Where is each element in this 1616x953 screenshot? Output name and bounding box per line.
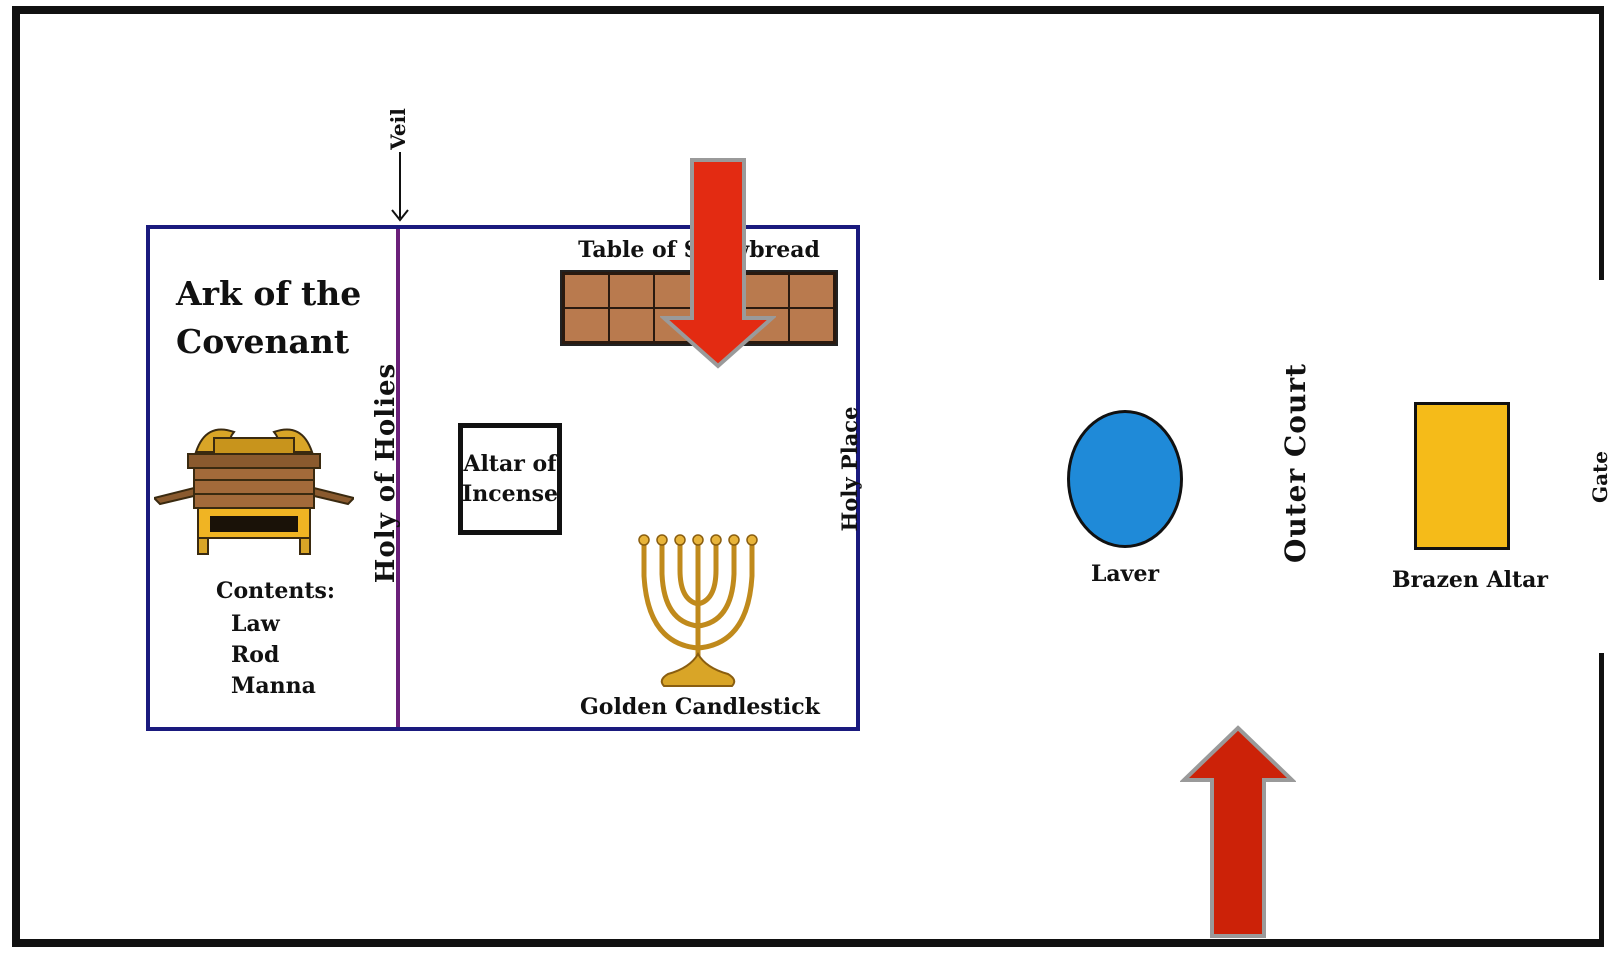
veil-label: Veil (386, 108, 410, 150)
brazen-altar (1414, 402, 1510, 550)
veil-divider (396, 229, 400, 727)
laver-label: Laver (1090, 561, 1160, 587)
contents-item-manna: Manna (231, 673, 316, 699)
contents-item-law: Law (231, 611, 280, 637)
outer-court-wall (12, 6, 1604, 947)
ark-title-line1: Ark of the (176, 274, 362, 313)
tabernacle-outline (146, 225, 860, 731)
laver (1067, 410, 1183, 548)
holy-place-label: Holy Place (837, 406, 862, 532)
up-arrow-icon (1180, 725, 1296, 938)
altar-of-incense: Altar of Incense (458, 423, 562, 535)
menorah-icon (638, 534, 758, 687)
veil-arrow-icon (391, 152, 409, 222)
outer-court-label: Outer Court (1279, 363, 1312, 563)
ark-title: Ark of the Covenant (176, 270, 361, 366)
altar-of-incense-line2: Incense (461, 481, 559, 507)
down-arrow-icon (660, 158, 776, 369)
ark-icon (154, 428, 354, 555)
gate-label: Gate (1588, 451, 1612, 504)
ark-title-line2: Covenant (176, 322, 350, 361)
contents-item-rod: Rod (231, 642, 280, 668)
contents-label: Contents: (216, 578, 336, 604)
brazen-altar-label: Brazen Altar (1392, 567, 1549, 593)
holy-of-holies-label: Holy of Holies (371, 362, 401, 584)
golden-candlestick-label: Golden Candlestick (580, 694, 820, 720)
altar-of-incense-line1: Altar of (463, 451, 557, 477)
